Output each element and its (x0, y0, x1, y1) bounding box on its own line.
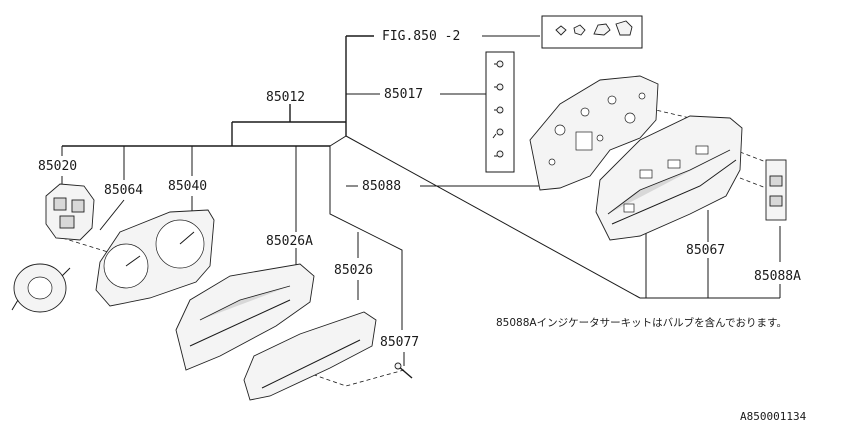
meter-lens (243, 311, 377, 401)
reference-code: A850001134 (740, 410, 807, 423)
label-85012: 85012 (266, 90, 305, 105)
label-85020: 85020 (38, 159, 77, 174)
leader-lines (61, 35, 781, 366)
label-85077: 85077 (380, 335, 419, 350)
gauge-movement (45, 183, 95, 241)
label-85088: 85088 (362, 179, 401, 194)
indicator-circuit (765, 159, 787, 221)
label-85026: 85026 (334, 263, 373, 278)
label-85064: 85064 (104, 183, 143, 198)
rear-case (595, 115, 743, 241)
dial-plate (95, 209, 215, 307)
meter-visor (175, 263, 315, 371)
printed-circuit-board (529, 75, 659, 191)
screw (394, 362, 413, 379)
bulb-socket-icon (492, 60, 504, 158)
bulb-icon (555, 20, 633, 36)
label-85067: 85067 (686, 243, 725, 258)
label-85088A: 85088A (754, 269, 801, 284)
label-85040: 85040 (168, 179, 207, 194)
footnote: 85088Aインジケータサーキットはバルブを含んでおります。 (496, 316, 787, 329)
part-labels: FIG.850 -2 85012 85017 85088 85020 85064… (38, 29, 807, 423)
bulb-set-box (541, 15, 643, 49)
label-85026A: 85026A (266, 234, 313, 249)
bulb-strip-box (485, 51, 515, 173)
label-fig-850-2: FIG.850 -2 (382, 29, 460, 44)
label-85017: 85017 (384, 87, 423, 102)
speedometer-unit (11, 263, 71, 313)
